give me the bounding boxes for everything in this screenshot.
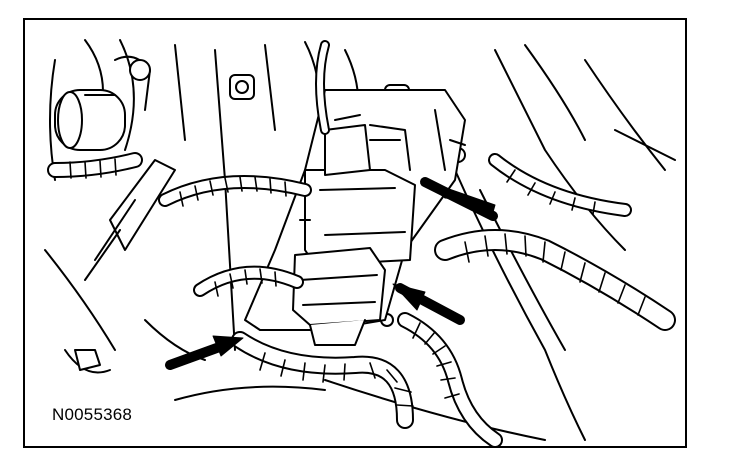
callout-arrow-lower-left-shaft — [165, 340, 230, 370]
callout-arrow-middle-right-head — [392, 283, 426, 311]
bolt-top-left — [229, 74, 255, 100]
engine-bay-connector-illustration — [44, 39, 676, 446]
lower-connector — [292, 247, 386, 346]
background-structure — [44, 39, 676, 441]
figure-reference-code: N0055368 — [50, 405, 135, 425]
left-rail — [74, 159, 176, 371]
upper-connector — [299, 114, 416, 266]
figure-frame: N0055368 — [23, 18, 687, 448]
upper-left-fitting — [54, 55, 151, 151]
wire-harnesses — [47, 40, 676, 446]
callout-arrow-upper-right-shaft — [420, 177, 498, 221]
callout-arrows — [165, 177, 498, 370]
callout-arrow-lower-left-head — [212, 335, 244, 357]
